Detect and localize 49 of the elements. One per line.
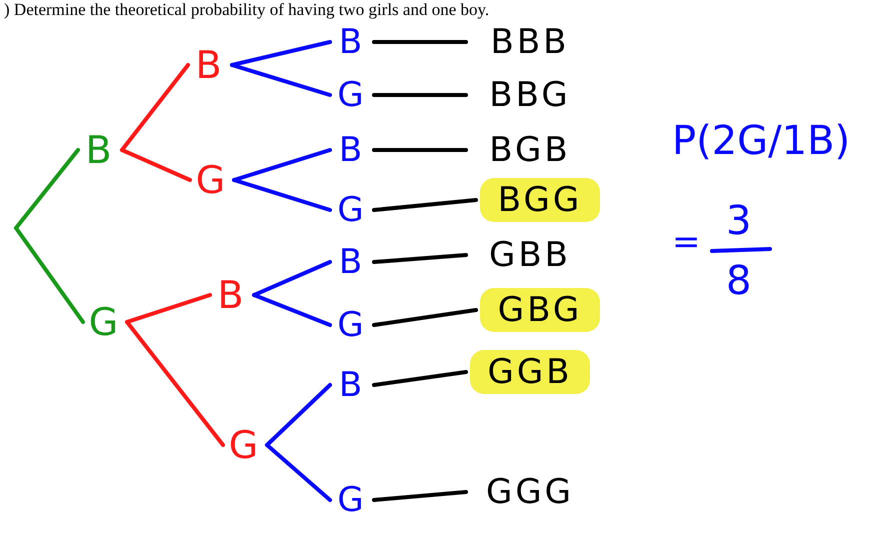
outcome-text: GBG [480,288,600,332]
outcome-text: BBG [470,73,590,117]
outcome-text: GGG [470,470,590,514]
branch-letter: G [334,303,370,347]
outcome-text: BBB [470,20,590,64]
branch-line [372,253,468,264]
branch-line [372,490,468,502]
branch-line [252,293,332,327]
branch-letter: B [334,20,370,64]
branch-letter: G [194,158,230,202]
probability-text: P(2G/1B) [672,118,850,164]
outcome-text: GGB [470,350,590,394]
branch-line [230,40,332,67]
outcome-text: BGG [480,178,600,222]
branch-line [120,148,192,182]
branch-line [120,63,190,152]
branch-line [372,148,468,152]
branch-line [14,226,85,324]
branch-letter: B [334,240,370,284]
branch-letter: G [334,73,370,117]
branch-line [265,383,332,447]
probability-text: = [672,222,700,262]
branch-line [232,178,332,212]
branch-letter: B [82,128,118,172]
outcome-text: BGB [470,128,590,172]
branch-line [265,443,332,502]
branch-line [372,308,478,327]
probability-text: 8 [726,258,752,304]
branch-line [125,320,225,447]
branch-line [372,40,468,44]
branch-line [125,293,212,324]
branch-letter: G [87,300,123,344]
branch-line [372,370,468,387]
branch-letter: B [334,363,370,407]
branch-letter: B [192,43,228,87]
branch-line [232,148,332,182]
branch-line [14,148,80,230]
branch-letter: G [334,478,370,522]
branch-line [252,260,332,297]
question-text: ) Determine the theoretical probability of having two girls and one boy. [4,0,490,20]
branch-letter: G [227,423,263,467]
probability-text: 3 [726,198,752,244]
branch-line [372,93,468,97]
branch-line [372,198,478,212]
outcome-text: GBB [470,233,590,277]
branch-line [230,63,332,97]
branch-letter: B [334,128,370,172]
branch-letter: B [214,273,250,317]
branch-letter: G [334,188,370,232]
